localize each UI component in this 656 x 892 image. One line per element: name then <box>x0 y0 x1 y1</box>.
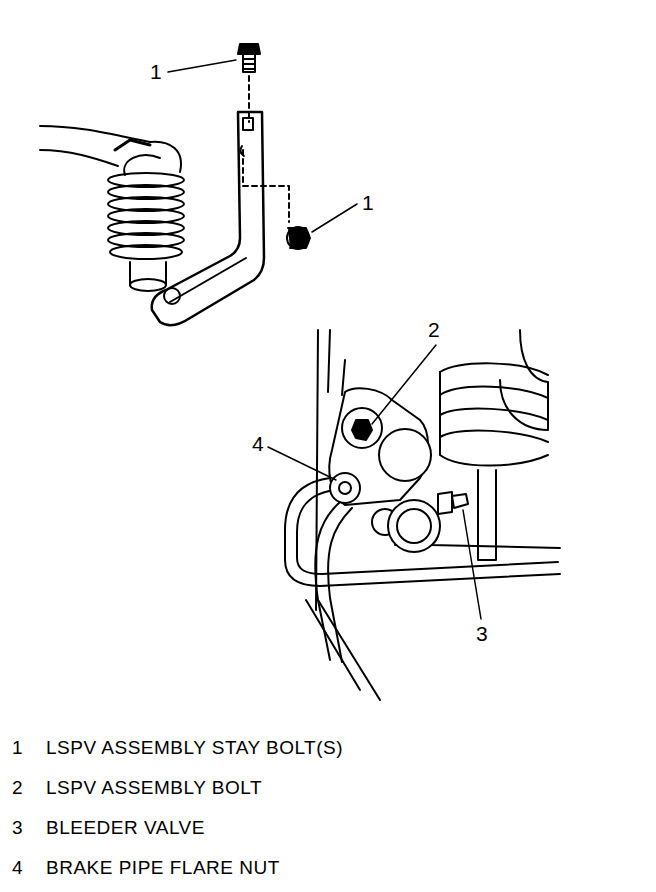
strut <box>440 372 548 466</box>
brake-pipe <box>285 478 560 586</box>
suspension-arm <box>40 126 181 175</box>
stay-bolt <box>238 44 260 122</box>
bracket-slot <box>243 118 253 130</box>
lspv-bolt <box>352 420 372 440</box>
valve-plug <box>388 500 440 552</box>
bleeder-valve <box>452 494 468 508</box>
callout-number: 2 <box>428 318 440 341</box>
part-name: BLEEDER VALVE <box>46 818 205 839</box>
spring-mount <box>130 279 166 291</box>
part-name: LSPV ASSEMBLY STAY BOLT(S) <box>46 738 343 759</box>
frame-line <box>342 360 345 395</box>
bleeder-valve <box>438 492 452 514</box>
callout-number: 1 <box>362 191 374 214</box>
frame-members <box>306 330 548 700</box>
leader-line <box>168 60 357 232</box>
arm-edge <box>40 150 118 166</box>
bracket-outline <box>152 112 264 325</box>
valve-plug <box>397 509 431 543</box>
key-number: 2 <box>12 778 23 799</box>
key-number: 3 <box>12 818 23 839</box>
part-name: LSPV ASSEMBLY BOLT <box>46 778 262 799</box>
leader-line <box>312 204 357 232</box>
callout-number: 1 <box>150 60 162 83</box>
brake-pipe <box>328 508 352 662</box>
key-number: 4 <box>12 858 23 879</box>
spring-coil <box>110 245 182 259</box>
arm-clip <box>115 140 150 150</box>
leader-line <box>268 447 336 480</box>
frame-line <box>306 600 380 700</box>
callout-number: 4 <box>252 432 264 455</box>
lspv-assembly <box>329 388 468 552</box>
stay-bolt <box>243 150 310 249</box>
bolt-head <box>288 228 310 248</box>
leader-line <box>268 345 481 619</box>
bracket-fold <box>170 258 246 302</box>
valve-cap <box>379 429 431 481</box>
coil-spring <box>440 387 548 442</box>
leader-line <box>372 345 436 424</box>
callout-number: 3 <box>476 622 488 645</box>
strut <box>500 330 548 430</box>
brake-pipes <box>285 478 560 662</box>
assembly-line <box>243 150 289 222</box>
part-name: BRAKE PIPE FLARE NUT <box>46 858 280 879</box>
assembly-line <box>248 76 250 122</box>
bolt-head <box>238 44 260 54</box>
spring-seat <box>124 155 160 175</box>
leader-line <box>168 60 236 72</box>
flare-nut <box>330 473 360 503</box>
bolt-washer <box>287 227 309 249</box>
stay-bracket <box>152 112 264 325</box>
coil-spring <box>108 173 184 304</box>
flare-nut <box>339 482 351 494</box>
brake-pipe <box>297 490 558 574</box>
leader-line <box>463 510 481 619</box>
valve-lever <box>342 408 382 448</box>
bolt-thread <box>243 54 255 72</box>
strut <box>440 363 548 375</box>
key-number: 1 <box>12 738 23 759</box>
